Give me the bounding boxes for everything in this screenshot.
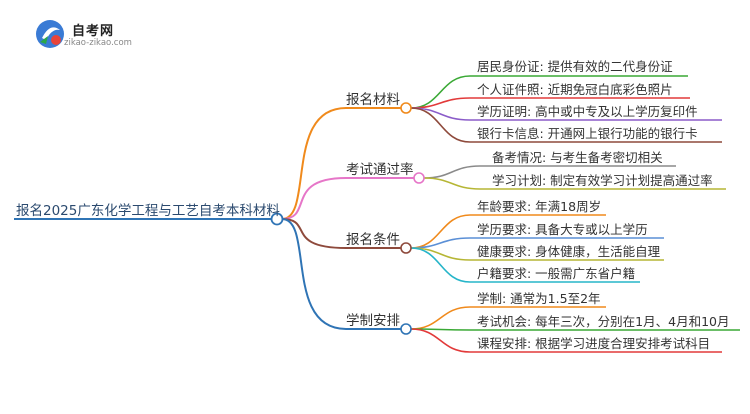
leaf-label-preparation: 备考情况: 与考生备考密切相关 (492, 150, 663, 165)
leaf-label-study-plan: 学习计划: 制定有效学习计划提高通过率 (492, 173, 713, 188)
leaf-connector (423, 165, 481, 179)
leaf-connector (423, 177, 481, 190)
leaf-connector (410, 306, 471, 330)
root-label: 报名2025广东化学工程与工艺自考本科材料 (16, 203, 280, 219)
site-logo[interactable]: 自考网 zikao-zikao.com (34, 18, 144, 52)
leaf-connector (410, 328, 471, 353)
branch-label-conditions: 报名条件 (346, 232, 400, 248)
leaf-label-photo: 个人证件照: 近期免冠白底彩色照片 (477, 82, 673, 97)
branch-node-circle (400, 323, 412, 335)
branch-node-circle (413, 172, 425, 184)
leaf-label-id-card: 居民身份证: 提供有效的二代身份证 (477, 59, 673, 74)
leaf-label-diploma: 学历证明: 高中或中专及以上学历复印件 (477, 104, 698, 119)
leaf-label-residence: 户籍要求: 一般需广东省户籍 (477, 266, 636, 281)
branch-node-circle (400, 242, 412, 254)
branch-label-pass-rate: 考试通过率 (346, 162, 414, 178)
branch-node-circle (400, 102, 412, 114)
leaf-connector (410, 107, 471, 143)
branch-label-schedule: 学制安排 (346, 313, 400, 329)
leaf-label-health: 健康要求: 身体健康，生活能自理 (477, 244, 661, 259)
leaf-label-duration: 学制: 通常为1.5至2年 (477, 291, 601, 306)
branch-label-materials: 报名材料 (346, 92, 400, 108)
leaf-label-bank-card: 银行卡信息: 开通网上银行功能的银行卡 (477, 126, 698, 141)
branch-connector (281, 107, 347, 220)
root-node-circle (270, 212, 284, 226)
logo-url: zikao-zikao.com (64, 38, 132, 48)
leaf-label-education: 学历要求: 具备大专或以上学历 (477, 222, 648, 237)
logo-mark-icon (36, 20, 64, 48)
branch-connector (281, 177, 347, 220)
leaf-connector (410, 247, 471, 283)
leaf-label-course-plan: 课程安排: 根据学习进度合理安排考试科目 (477, 336, 711, 351)
branch-connector (281, 218, 347, 249)
leaf-label-exam-chances: 考试机会: 每年三次，分别在1月、4月和10月 (477, 314, 730, 329)
logo-title: 自考网 (72, 24, 115, 39)
branch-connector (281, 218, 347, 330)
leaf-label-age: 年龄要求: 年满18周岁 (477, 199, 602, 214)
